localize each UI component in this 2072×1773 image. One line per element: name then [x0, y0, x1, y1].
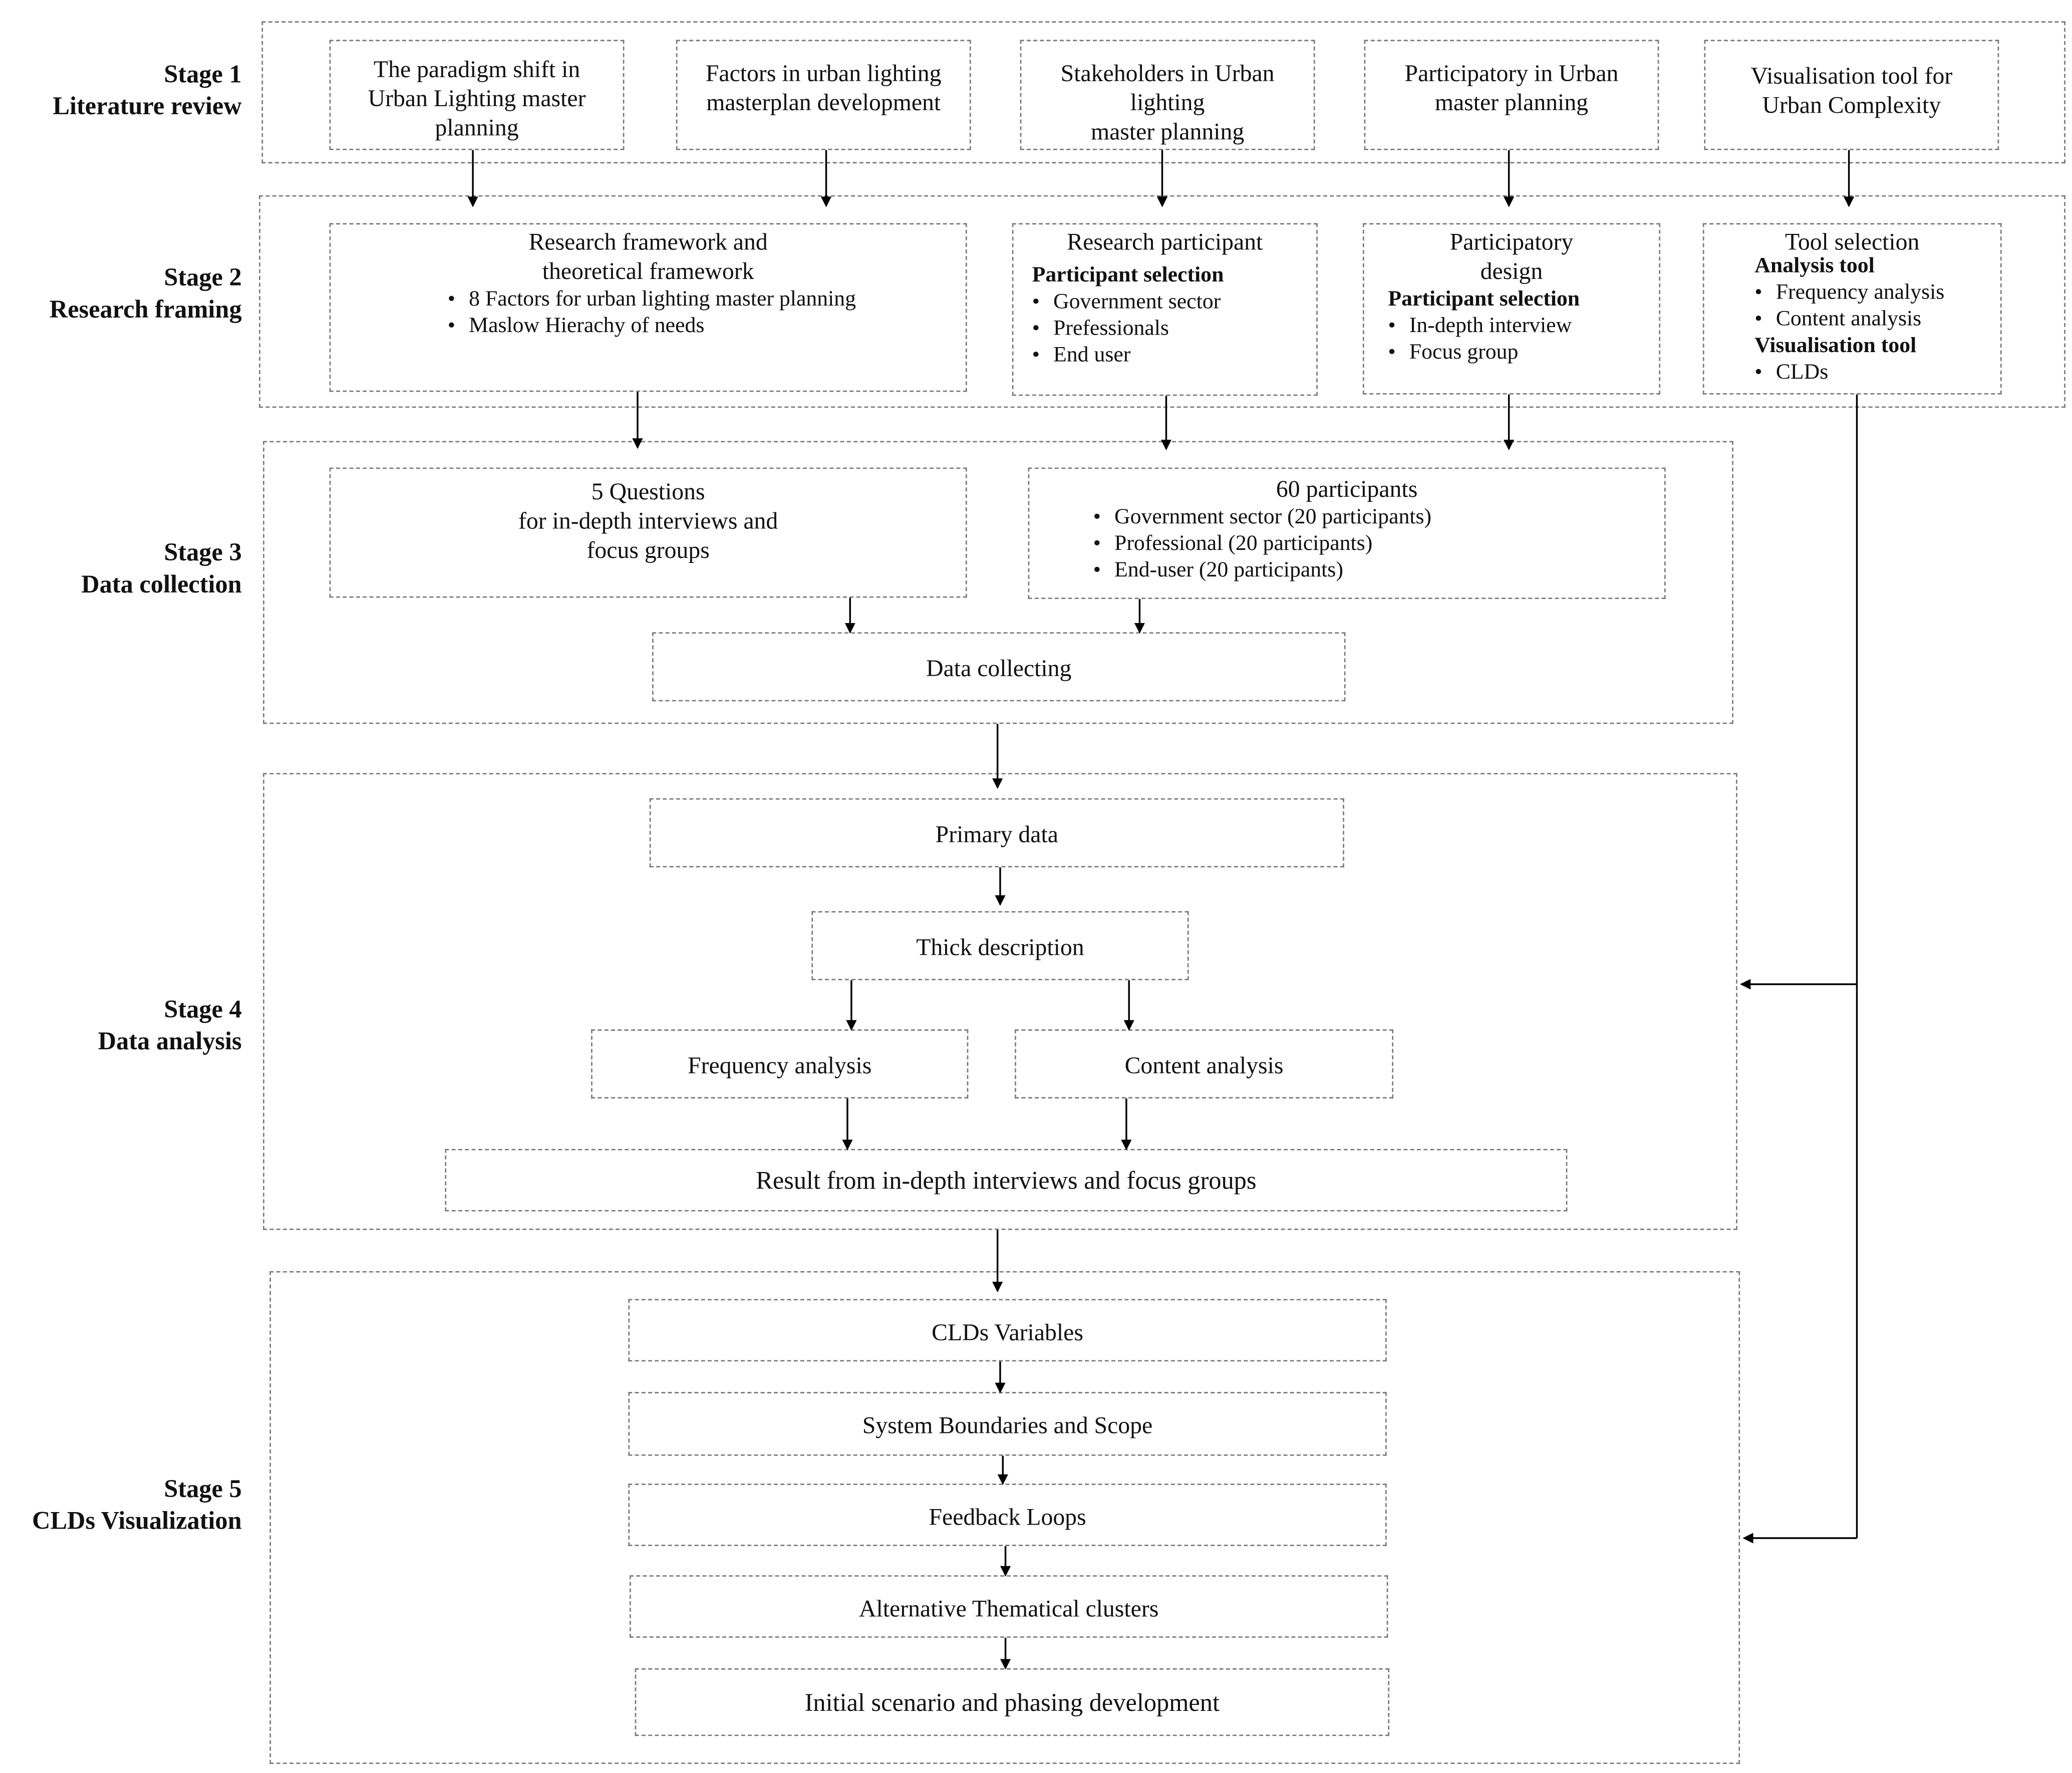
box-text: Feedback Loops	[929, 1503, 1086, 1530]
box-text: Urban Complexity	[1762, 91, 1941, 119]
box-text: 5 Questions	[591, 478, 705, 505]
box-title: Tool selection	[1785, 228, 1920, 255]
box-text: Frequency analysis	[688, 1052, 872, 1079]
bullet-item: End user	[1032, 342, 1317, 368]
stage-subtitle: CLDs Visualization	[32, 1508, 242, 1536]
box-text: for in-depth interviews and	[518, 507, 778, 534]
data-collecting-box: Data collecting	[652, 632, 1346, 702]
stage-5-container	[269, 1271, 1740, 1764]
box-text: Alternative Thematical clusters	[859, 1594, 1159, 1621]
box-text: masterplan development	[706, 89, 941, 116]
box-text: Thick description	[916, 934, 1084, 961]
box-text: lighting	[1130, 89, 1205, 116]
box-title: design	[1480, 257, 1543, 284]
stage-1-container	[261, 21, 2065, 164]
box-title: Research framework and	[528, 228, 768, 255]
research-participant-box: Research participant Participant selecti…	[1012, 223, 1318, 396]
box-text: Content analysis	[1124, 1052, 1284, 1079]
box-text: CLDs Variables	[932, 1318, 1083, 1345]
bullet-item: Focus group	[1388, 339, 1659, 365]
stage-title: Stage 1	[164, 61, 242, 89]
box-text: Participatory in Urban	[1404, 60, 1619, 87]
stage-title: Stage 5	[164, 1475, 242, 1504]
stage-subtitle: Literature review	[53, 93, 242, 121]
stage-title: Stage 3	[164, 539, 242, 567]
box-text: Stakeholders in Urban	[1060, 60, 1275, 87]
box-title: theoretical framework	[542, 257, 754, 284]
participants-box: 60 participants Government sector (20 pa…	[1028, 467, 1666, 600]
box-text: Result from in-depth interviews and focu…	[756, 1166, 1257, 1195]
section-heading: Analysis tool	[1754, 252, 1875, 278]
scenario-phasing-box: Initial scenario and phasing development	[635, 1668, 1389, 1736]
bullet-item: 8 Factors for urban lighting master plan…	[448, 285, 966, 312]
box-title: 60 participants	[1276, 475, 1418, 502]
bullet-item: Maslow Hierachy of needs	[448, 312, 966, 339]
result-box: Result from in-depth interviews and focu…	[445, 1148, 1568, 1212]
stage-3-label: Stage 3 Data collection	[81, 538, 241, 602]
box-text: The paradigm shift in	[373, 56, 580, 83]
box-text: planning	[435, 114, 519, 141]
stage-5-label: Stage 5 CLDs Visualization	[32, 1474, 242, 1538]
stage-2-label: Stage 2 Research framing	[50, 263, 242, 327]
bullet-item: Frequency analysis	[1754, 279, 2000, 306]
content-analysis-box: Content analysis	[1015, 1029, 1393, 1099]
bullet-item: Government sector	[1032, 288, 1317, 315]
box-text: Factors in urban lighting	[705, 60, 942, 87]
stage-subtitle: Data collection	[81, 571, 242, 600]
bullet-item: CLDs	[1754, 359, 2000, 385]
system-boundaries-box: System Boundaries and Scope	[628, 1392, 1387, 1456]
stage-4-label: Stage 4 Data analysis	[98, 995, 242, 1058]
box-text: Urban Lighting master	[368, 85, 586, 112]
stage-subtitle: Research framing	[49, 296, 242, 325]
box-text: Initial scenario and phasing development	[804, 1689, 1220, 1717]
bullet-item: Government sector (20 participants)	[1093, 503, 1664, 530]
primary-data-box: Primary data	[649, 798, 1344, 867]
box-text: focus groups	[586, 536, 710, 563]
stage-subtitle: Data analysis	[98, 1028, 242, 1056]
box-text: Primary data	[935, 820, 1058, 847]
clds-variables-box: CLDs Variables	[628, 1299, 1387, 1362]
stage-title: Stage 2	[164, 264, 242, 292]
box-text: Data collecting	[926, 655, 1072, 682]
stage-3-container	[263, 441, 1733, 724]
stage-1-label: Stage 1 Literature review	[53, 60, 241, 123]
stage-4-container	[263, 773, 1737, 1230]
box-title: Research participant	[1067, 228, 1263, 255]
thick-description-box: Thick description	[811, 911, 1189, 981]
tool-selection-box: Tool selection Analysis tool Frequency a…	[1702, 223, 2002, 395]
box-title: Participatory	[1449, 228, 1574, 255]
stage-title: Stage 4	[164, 996, 242, 1024]
bullet-item: Prefessionals	[1032, 315, 1317, 342]
bullet-item: In-depth interview	[1388, 312, 1659, 339]
bullet-item: Professional (20 participants)	[1093, 530, 1664, 556]
bullet-item: End-user (20 participants)	[1093, 556, 1664, 583]
box-text: System Boundaries and Scope	[862, 1412, 1153, 1439]
box-text: master planning	[1434, 89, 1589, 116]
thematical-clusters-box: Alternative Thematical clusters	[630, 1575, 1388, 1638]
section-heading: Participant selection	[1032, 261, 1224, 287]
bullet-item: Content analysis	[1754, 306, 2000, 332]
section-heading: Participant selection	[1388, 285, 1580, 311]
section-heading: Visualisation tool	[1754, 332, 1917, 358]
box-text: Visualisation tool for	[1750, 62, 1953, 89]
frequency-analysis-box: Frequency analysis	[591, 1029, 969, 1099]
feedback-loops-box: Feedback Loops	[628, 1484, 1387, 1546]
box-text: master planning	[1090, 118, 1245, 145]
